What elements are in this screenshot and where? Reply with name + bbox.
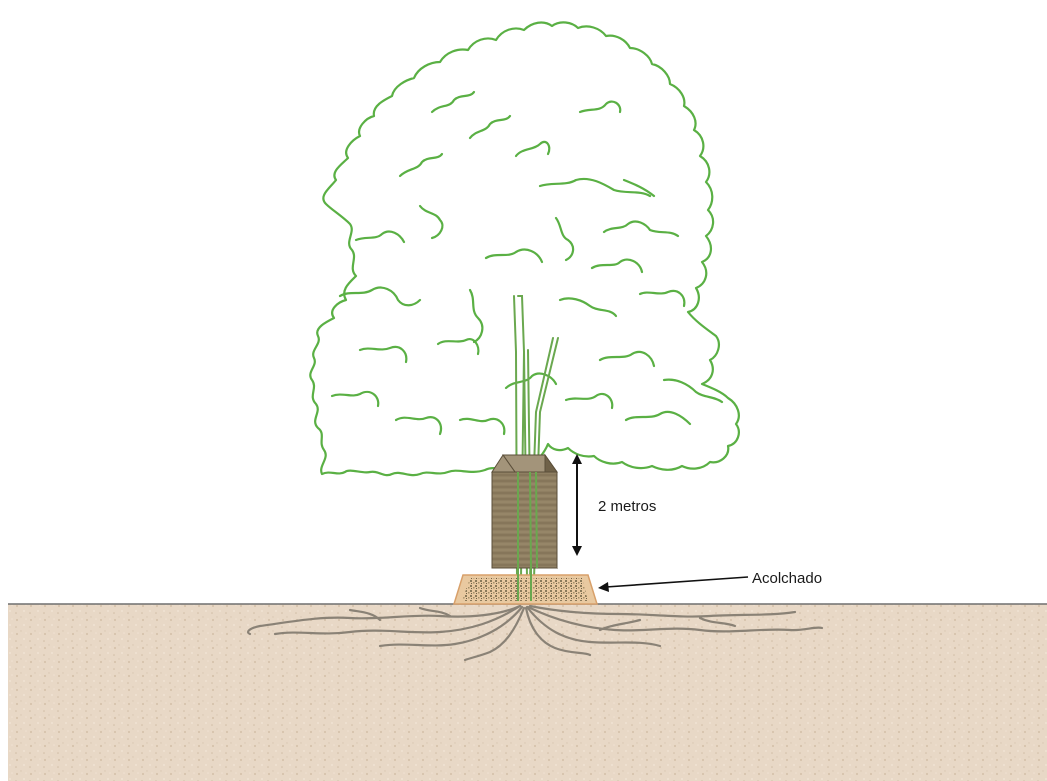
height-label: 2 metros (598, 498, 656, 515)
mulch-mat (454, 568, 597, 604)
height-arrow (572, 454, 582, 556)
soil (8, 604, 1047, 781)
mulch-pointer-arrow (598, 577, 748, 592)
tree-guard-tube (492, 455, 557, 568)
mulch-label: Acolchado (752, 570, 822, 587)
